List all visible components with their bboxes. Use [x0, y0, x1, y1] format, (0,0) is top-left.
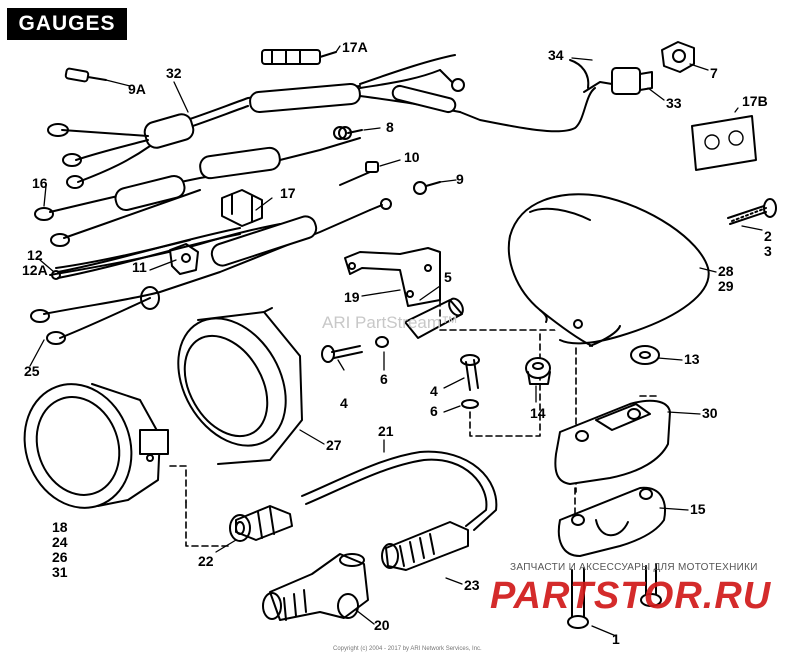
callout-9a: 9A: [128, 81, 146, 97]
callout-15: 15: [690, 501, 706, 517]
fitting-22: [229, 505, 293, 542]
tie-strap: [51, 227, 241, 280]
bolts-1: [567, 563, 662, 629]
promo-text: ЗАПЧАСТИ И АКСЕССУАРЫ ДЛЯ МОТОТЕХНИКИ: [510, 562, 758, 573]
callout-4a: 4: [340, 395, 348, 411]
page-title: GAUGES: [7, 8, 127, 40]
callout-30: 30: [702, 405, 718, 421]
copyright-text: Copyright (c) 2004 - 2017 by ARI Network…: [333, 646, 482, 652]
clip-11: [169, 243, 199, 275]
callout-4b: 4: [430, 383, 438, 399]
callout-11: 11: [132, 259, 147, 275]
tee-fitting-20: [262, 553, 369, 621]
callout-2-3: 2 3: [764, 228, 772, 259]
callout-32: 32: [166, 65, 182, 81]
handlebar-clamp-upper: [554, 399, 671, 485]
callout-33: 33: [666, 95, 682, 111]
callout-16: 16: [32, 175, 48, 191]
small-terminals: [333, 126, 441, 195]
callout-18: 18 24 26 31: [52, 519, 68, 580]
grommets: [525, 345, 660, 385]
callout-25: 25: [24, 363, 40, 379]
callout-7: 7: [710, 65, 718, 81]
speedo-cable: [301, 450, 498, 531]
callout-17: 17: [280, 185, 296, 201]
decal-17b: [691, 115, 757, 171]
callout-9: 9: [456, 171, 464, 187]
wiring-harness: [47, 49, 596, 189]
watermark: ARI PartStream™: [322, 313, 459, 332]
wiring-harness-16: [34, 126, 361, 247]
callout-5: 5: [444, 269, 452, 285]
callout-6b: 6: [430, 403, 438, 419]
callout-22: 22: [198, 553, 214, 569]
handlebar-clamp-lower: [557, 486, 666, 557]
callout-1: 1: [612, 631, 620, 647]
callout-leaders: [29, 45, 763, 637]
clip-17: [221, 189, 263, 227]
screws-washers: [321, 336, 480, 409]
callout-8: 8: [386, 119, 394, 135]
bezel-ring: [177, 307, 303, 465]
callout-21: 21: [378, 423, 394, 439]
callout-23: 23: [464, 577, 480, 593]
callout-17a: 17A: [342, 39, 368, 55]
callout-13: 13: [684, 351, 700, 367]
gauge-cowl: [507, 193, 710, 347]
callout-14: 14: [530, 405, 546, 421]
callout-12: 12 12A: [22, 247, 48, 278]
callout-34: 34: [548, 47, 564, 63]
callout-28-29: 28 29: [718, 263, 734, 294]
callout-20: 20: [374, 617, 390, 633]
callout-19: 19: [344, 289, 360, 305]
callout-27: 27: [326, 437, 342, 453]
site-logo: PARTSTOR.RU: [490, 575, 772, 617]
screw-2: [727, 198, 777, 225]
callout-10: 10: [404, 149, 420, 165]
temperature-sender: [569, 41, 695, 95]
callout-6a: 6: [380, 371, 388, 387]
callout-17b: 17B: [742, 93, 768, 109]
gauge-18: [23, 383, 169, 509]
spacer-5: [404, 297, 464, 339]
fitting-23: [381, 521, 469, 571]
